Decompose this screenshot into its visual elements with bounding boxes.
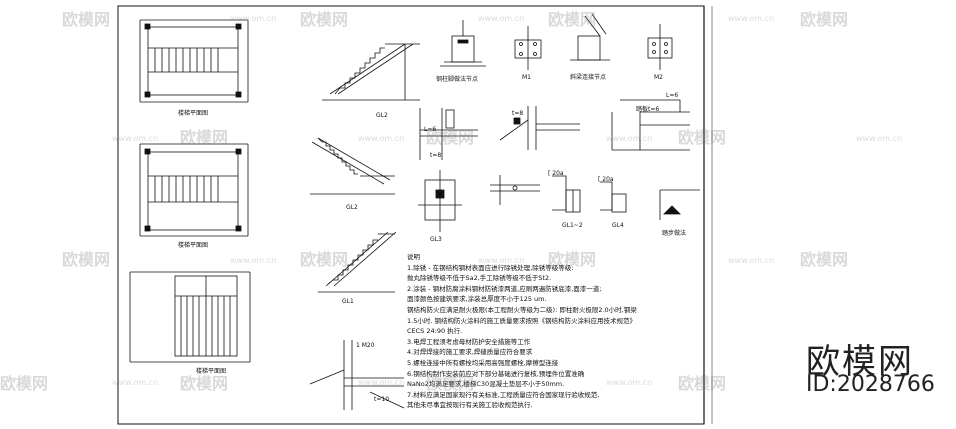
stair-plan-3 bbox=[129, 271, 251, 363]
note-line: 1.除锈 - 在钢结构钢材表面应进行除锈处理,除锈等级等级: bbox=[407, 263, 574, 272]
detail-mid-beam bbox=[490, 175, 540, 205]
brand-logo-text: 欧模网 bbox=[806, 342, 914, 382]
stair-elevation-gl1 bbox=[318, 231, 397, 293]
watermark-url: www.om.cn bbox=[606, 134, 653, 143]
note-line: CECS 24:90 执行. bbox=[407, 327, 463, 336]
label-gl2-a: GL2 bbox=[376, 112, 388, 119]
note-line: 面漆颜色按建筑要求,涂装总厚度不小于125 um. bbox=[407, 295, 547, 304]
watermark-url: www.om.cn bbox=[230, 256, 277, 265]
stair-plan-2 bbox=[139, 143, 249, 237]
watermark: 欧模网 bbox=[180, 128, 229, 147]
watermark-url: www.om.cn bbox=[358, 378, 405, 387]
beam-detail-mid bbox=[499, 106, 580, 150]
stair-plan-1 bbox=[139, 19, 249, 103]
watermark-url: www.om.cn bbox=[112, 378, 159, 387]
label-step: 踏步做法 bbox=[662, 230, 687, 237]
label-dim-7: 踏板t=6 bbox=[636, 106, 660, 113]
label-m2: M2 bbox=[654, 74, 663, 81]
note-line: 说明 bbox=[407, 253, 420, 261]
stair-elevation-gl2-top bbox=[322, 43, 420, 101]
label-gl2-b: GL2 bbox=[346, 204, 358, 211]
label-gl1: GL1 bbox=[342, 298, 354, 305]
inclined-beam-node bbox=[570, 13, 610, 61]
watermark: 欧模网 bbox=[62, 10, 111, 29]
label-m1: M1 bbox=[522, 74, 531, 81]
watermark: 欧模网 bbox=[548, 250, 597, 269]
label-steel-2: [ 20a bbox=[598, 176, 614, 183]
note-line: 5.螺栓连接中所有螺栓均采用高强度螺栓,摩擦型连接 bbox=[407, 358, 559, 367]
watermark: 欧模网 bbox=[800, 10, 849, 29]
watermark-url: www.om.cn bbox=[358, 134, 405, 143]
node-m1 bbox=[514, 26, 542, 70]
plan-label-1: 楼梯平面图 bbox=[178, 110, 209, 117]
label-gl4: GL4 bbox=[612, 222, 624, 229]
watermark-url: www.om.cn bbox=[728, 256, 775, 265]
watermark-url: www.om.cn bbox=[112, 134, 159, 143]
watermark-url: www.om.cn bbox=[728, 14, 775, 23]
watermark: 欧模网 bbox=[678, 128, 727, 147]
bottom-anchor-detail bbox=[309, 340, 405, 410]
detail-gl1-2 bbox=[552, 175, 581, 213]
stair-elevation-gl2-mid bbox=[310, 137, 395, 195]
beam-detail-left bbox=[419, 108, 478, 160]
watermark: 欧模网 bbox=[180, 374, 229, 393]
label-gl3: GL3 bbox=[430, 236, 442, 243]
watermark: 欧模网 bbox=[548, 10, 597, 29]
label-column-base: 钢柱脚做法节点 bbox=[436, 76, 479, 83]
plan-label-2: 楼梯平面图 bbox=[178, 242, 209, 249]
watermark-url: www.om.cn bbox=[230, 14, 277, 23]
watermark: 欧模网 bbox=[62, 250, 111, 269]
detail-gl3 bbox=[418, 170, 462, 232]
step-detail bbox=[611, 99, 690, 151]
label-dim-2: L=6 bbox=[666, 92, 679, 99]
watermark-url: www.om.cn bbox=[478, 14, 525, 23]
label-steel-1: [ 20a bbox=[548, 170, 564, 177]
label-dim-3: t=10 bbox=[374, 396, 390, 403]
watermark: 欧模网 bbox=[426, 374, 475, 393]
column-base-node bbox=[440, 20, 486, 67]
note-line: 4.对焊焊接的施工要求,焊缝质量应符合要求 bbox=[407, 348, 533, 357]
watermark: 欧模网 bbox=[800, 250, 849, 269]
brand-id: ID:2028766 bbox=[806, 372, 935, 397]
note-line: 6.钢结构制作安装前应对下部分基础进行复核,预埋件位置准确 bbox=[407, 369, 585, 378]
note-line: 其他未尽事宜按现行有关施工验收规范执行. bbox=[407, 401, 533, 410]
label-inclined-beam: 斜梁连接节点 bbox=[570, 74, 607, 81]
watermark: 欧模网 bbox=[678, 374, 727, 393]
note-line: 3.电焊工程须考虑母材防护安全措施等工作 bbox=[407, 337, 531, 346]
note-line: 钢结构防火应满足耐火极限(本工程耐火等级为二级): 即柱耐火极限2.0小时,钢梁 bbox=[407, 305, 637, 314]
label-dim-6: t=8 bbox=[430, 152, 442, 159]
watermark: 欧模网 bbox=[0, 374, 49, 393]
note-line: 抛丸除锈等级不低于Sa2,手工除锈等级不低于St2. bbox=[407, 274, 552, 283]
label-gl1-2: GL1~2 bbox=[562, 222, 583, 229]
note-line: NaNo2均满足要求,楼梯C30混凝土垫层不小于50mm. bbox=[407, 380, 565, 389]
note-line: 1.5小时. 钢结构防火涂料的施工质量要求按照《钢结构防火涂料应用技术规范》 bbox=[407, 316, 636, 325]
watermark-url: www.om.cn bbox=[856, 134, 903, 143]
watermark: 欧模网 bbox=[426, 128, 475, 147]
design-notes: 说明 1.除锈 - 在钢结构钢材表面应进行除锈处理,除锈等级等级: 抛丸除锈等级… bbox=[407, 252, 737, 411]
label-dim-4: t=8 bbox=[512, 110, 524, 117]
node-m2 bbox=[647, 24, 673, 70]
note-line: 2.涂装 - 钢材防腐涂料钢材防锈漆两道,应刷两遍防锈底漆,面漆一道; bbox=[407, 284, 602, 293]
watermark: 欧模网 bbox=[300, 10, 349, 29]
plan-label-3: 楼梯平面图 bbox=[196, 368, 227, 375]
label-dim-1: L=6 bbox=[424, 126, 437, 133]
watermark-url: www.om.cn bbox=[478, 256, 525, 265]
detail-step-right bbox=[659, 189, 700, 220]
detail-gl4 bbox=[600, 181, 627, 213]
watermark: 欧模网 bbox=[300, 250, 349, 269]
note-line: 7.材料应满足国家现行有关标准,工程质量应符合国家现行验收规范, bbox=[407, 390, 600, 399]
label-dim-5: 1 M20 bbox=[356, 342, 375, 349]
watermark-url: www.om.cn bbox=[606, 378, 653, 387]
